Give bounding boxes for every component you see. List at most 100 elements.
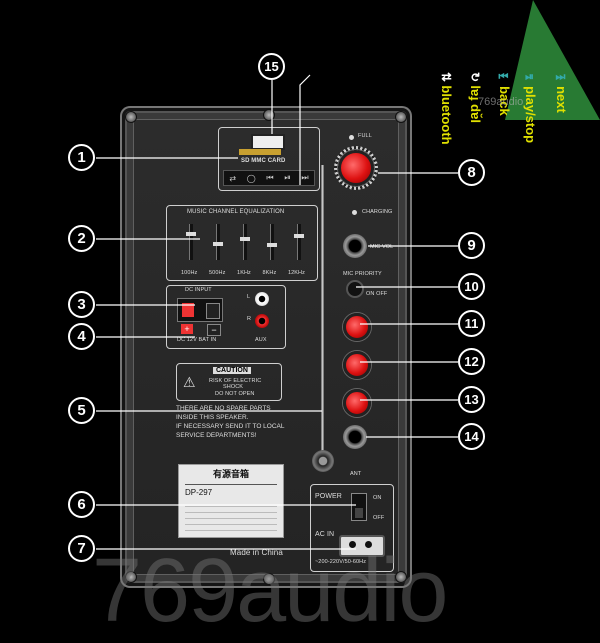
callout-14: 14	[458, 423, 485, 450]
callout-7: 7	[68, 535, 95, 562]
equalizer-title: MUSIC CHANNEL EQUALIZATION	[187, 209, 285, 215]
equalizer-band-labels: 100Hz 500Hz 1KHz 8KHz 12KHz	[181, 270, 305, 276]
sd-card-slot[interactable]	[239, 149, 281, 155]
usb-player-controls: ⇄ ◯ ⏮ ⏯ ⏭	[223, 170, 315, 186]
loop-icon[interactable]: ◯	[246, 173, 256, 183]
aux-left-jack[interactable]	[255, 292, 269, 306]
small-watermark: 769audio	[478, 96, 524, 108]
screw	[395, 571, 407, 583]
band-label: 12KHz	[287, 270, 305, 276]
legend-loop: ↻ lɐɟ dɐ̆l	[468, 72, 483, 123]
band-label: 1KHz	[237, 270, 251, 276]
positive-terminal[interactable]	[182, 303, 194, 317]
aux-l-label: L	[247, 294, 251, 300]
ac-in-label: AC IN	[315, 531, 335, 538]
dc-aux-panel: DC INPUT + − DC 12V BAT IN L R AUX	[166, 285, 286, 349]
play-pause-icon[interactable]: ⏯	[284, 173, 291, 182]
antenna-label: ANT	[350, 471, 362, 477]
mode-icon[interactable]: ⇄	[229, 173, 237, 183]
minus-sign: −	[207, 324, 221, 336]
echo-knob[interactable]	[343, 351, 371, 379]
label-title: 有源音箱	[212, 469, 249, 479]
dc-input-label: DC INPUT	[185, 287, 212, 293]
mic-jack-label: MIC VOL	[370, 244, 394, 250]
callout-1: 1	[68, 144, 95, 171]
mic-priority-state: ON OFF	[366, 291, 388, 297]
aux-right-jack[interactable]	[255, 314, 269, 328]
callout-lines	[96, 74, 458, 550]
callout-9: 9	[458, 232, 485, 259]
antenna-rod[interactable]	[321, 165, 324, 460]
eq-slider-knob[interactable]	[213, 242, 223, 246]
band-label: 500Hz	[209, 270, 226, 276]
caution-text: DO NOT OPEN	[215, 391, 255, 397]
negative-terminal[interactable]	[206, 303, 220, 319]
label-details	[185, 501, 277, 531]
legend-bluetooth: ⇅ bluetooth	[439, 72, 454, 145]
callout-15: 15	[258, 53, 285, 80]
callout-3: 3	[68, 291, 95, 318]
warning-line: INSIDE THIS SPEAKER.	[176, 414, 249, 421]
voltage-label: ~200-220V/50-60Hz	[315, 559, 367, 565]
power-off-label: OFF	[373, 515, 385, 521]
caution-text: SHOCK	[223, 384, 244, 390]
mic-jack-2[interactable]	[343, 425, 367, 449]
eq-slider-knob[interactable]	[240, 237, 250, 241]
callout-5: 5	[68, 397, 95, 424]
mic-priority-switch[interactable]	[346, 280, 364, 298]
ac-inlet[interactable]	[339, 535, 385, 557]
aux-label: AUX	[255, 337, 267, 343]
charging-indicator-led	[352, 210, 357, 215]
power-on-label: ON	[373, 495, 382, 501]
play-pause-icon: ⏯	[524, 72, 536, 87]
legend-next: ⏭ next	[554, 72, 569, 113]
eq-slider[interactable]	[240, 224, 250, 260]
callout-4: 4	[68, 323, 95, 350]
callout-6: 6	[68, 491, 95, 518]
usb-module: SD MMC CARD ⇄ ◯ ⏮ ⏯ ⏭	[218, 127, 320, 191]
legend-play-stop: ⏯ play/stop	[523, 72, 538, 144]
made-in-label: Made in China	[230, 548, 283, 557]
model-row: DP-297	[185, 484, 277, 497]
aux-r-label: R	[247, 316, 252, 322]
product-label: 有源音箱 DP-297	[178, 464, 284, 538]
antenna-base	[312, 450, 334, 472]
previous-icon: ⏮	[498, 72, 510, 87]
mic-volume-knob[interactable]	[343, 313, 371, 341]
corner-triangle	[505, 0, 600, 120]
charging-label: CHARGING	[362, 209, 393, 215]
screw	[395, 111, 407, 123]
mic-jack-1[interactable]	[343, 234, 367, 258]
eq-slider[interactable]	[294, 224, 304, 260]
screw	[263, 573, 275, 585]
eq-slider-knob[interactable]	[267, 243, 277, 247]
callout-13: 13	[458, 386, 485, 413]
power-switch[interactable]	[351, 493, 367, 521]
caution-text: RISK OF ELECTRIC	[209, 378, 262, 384]
treble-knob[interactable]	[343, 389, 371, 417]
eq-slider[interactable]	[213, 224, 223, 260]
eq-slider-knob[interactable]	[186, 232, 196, 236]
bluetooth-icon: ⇅	[439, 72, 453, 86]
band-label: 100Hz	[181, 270, 198, 276]
eq-slider-knob[interactable]	[294, 234, 304, 238]
previous-icon[interactable]: ⏮	[266, 173, 274, 182]
eq-slider[interactable]	[267, 224, 277, 260]
warning-line: IF NECESSARY SEND IT TO LOCAL	[176, 423, 285, 430]
power-label: POWER	[315, 493, 342, 500]
eq-slider[interactable]	[186, 224, 196, 260]
loop-icon: ↻	[468, 72, 482, 86]
caution-title: CAUTION	[213, 367, 251, 374]
next-icon[interactable]: ⏭	[301, 173, 309, 182]
dc-terminal	[177, 298, 223, 322]
caution-label: ⚠ CAUTION RISK OF ELECTRIC SHOCK DO NOT …	[176, 363, 282, 401]
callout-2: 2	[68, 225, 95, 252]
master-volume-knob[interactable]	[338, 150, 374, 186]
watermark: 769audio	[92, 541, 448, 641]
callout-8: 8	[458, 159, 485, 186]
callout-10: 10	[458, 273, 485, 300]
full-indicator-label: FULL	[358, 133, 372, 139]
screw	[125, 571, 137, 583]
screw	[125, 111, 137, 123]
power-panel: POWER ON OFF AC IN ~200-220V/50-60Hz	[310, 484, 394, 572]
